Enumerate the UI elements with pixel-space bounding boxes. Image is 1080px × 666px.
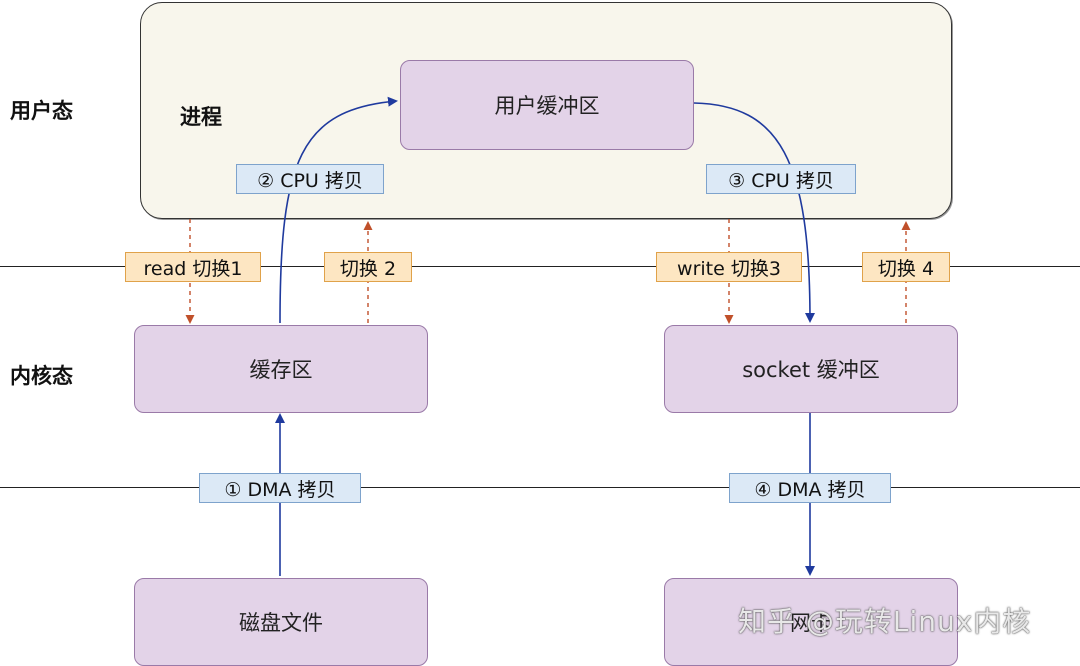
switch-2-tag: 切换 2 — [324, 252, 412, 282]
cpu-copy-3-arrow — [693, 102, 815, 323]
user-kernel-boundary — [0, 266, 1080, 267]
dma-copy-4-tag: ④ DMA 拷贝 — [729, 473, 891, 503]
cpu-copy-2-arrow — [279, 96, 398, 324]
user-buffer-node: 用户缓冲区 — [400, 60, 694, 150]
switch-1-tag: read 切换1 — [125, 252, 261, 282]
kernel-device-boundary — [0, 487, 1080, 488]
kernel-mode-label: 内核态 — [10, 364, 73, 388]
process-label: 进程 — [180, 105, 222, 129]
nic-node: 网卡 — [664, 578, 958, 666]
user-mode-label: 用户态 — [10, 99, 73, 123]
disk-file-node: 磁盘文件 — [134, 578, 428, 666]
switch-4-tag: 切换 4 — [862, 252, 950, 282]
cpu-copy-3-tag: ③ CPU 拷贝 — [706, 164, 856, 194]
dma-copy-1-tag: ① DMA 拷贝 — [199, 473, 361, 503]
watermark: 知乎 @玩转Linux内核 — [738, 605, 1032, 638]
switch-3-tag: write 切换3 — [656, 252, 802, 282]
cpu-copy-2-tag: ② CPU 拷贝 — [236, 164, 384, 194]
socket-buffer-node: socket 缓冲区 — [664, 325, 958, 413]
page-cache-node: 缓存区 — [134, 325, 428, 413]
